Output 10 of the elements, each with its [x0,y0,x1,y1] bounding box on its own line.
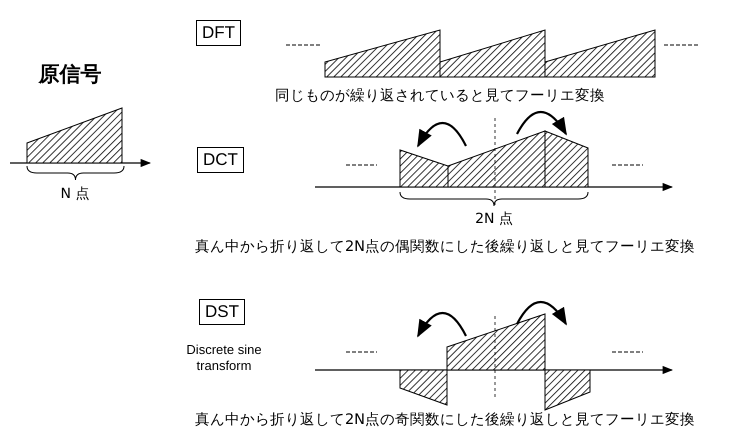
point-count-label: 2N 点 [475,211,513,228]
point-count-label: N 点 [60,186,90,202]
caption: 真ん中から折り返して2N点の奇関数にした後繰り返しと見てフーリエ変換 [194,412,696,429]
method-full-name: Discrete sine transform [185,342,263,374]
caption: 真ん中から折り返して2N点の偶関数にした後繰り返しと見てフーリエ変換 [194,239,696,256]
caption: 同じものが繰り返されていると見てフーリエ変換 [275,88,605,105]
method-label-box: DCT [197,147,244,173]
method-label-box: DFT [196,20,242,46]
signal-heading: 原信号 [38,62,102,86]
method-label-box: DST [199,299,245,325]
